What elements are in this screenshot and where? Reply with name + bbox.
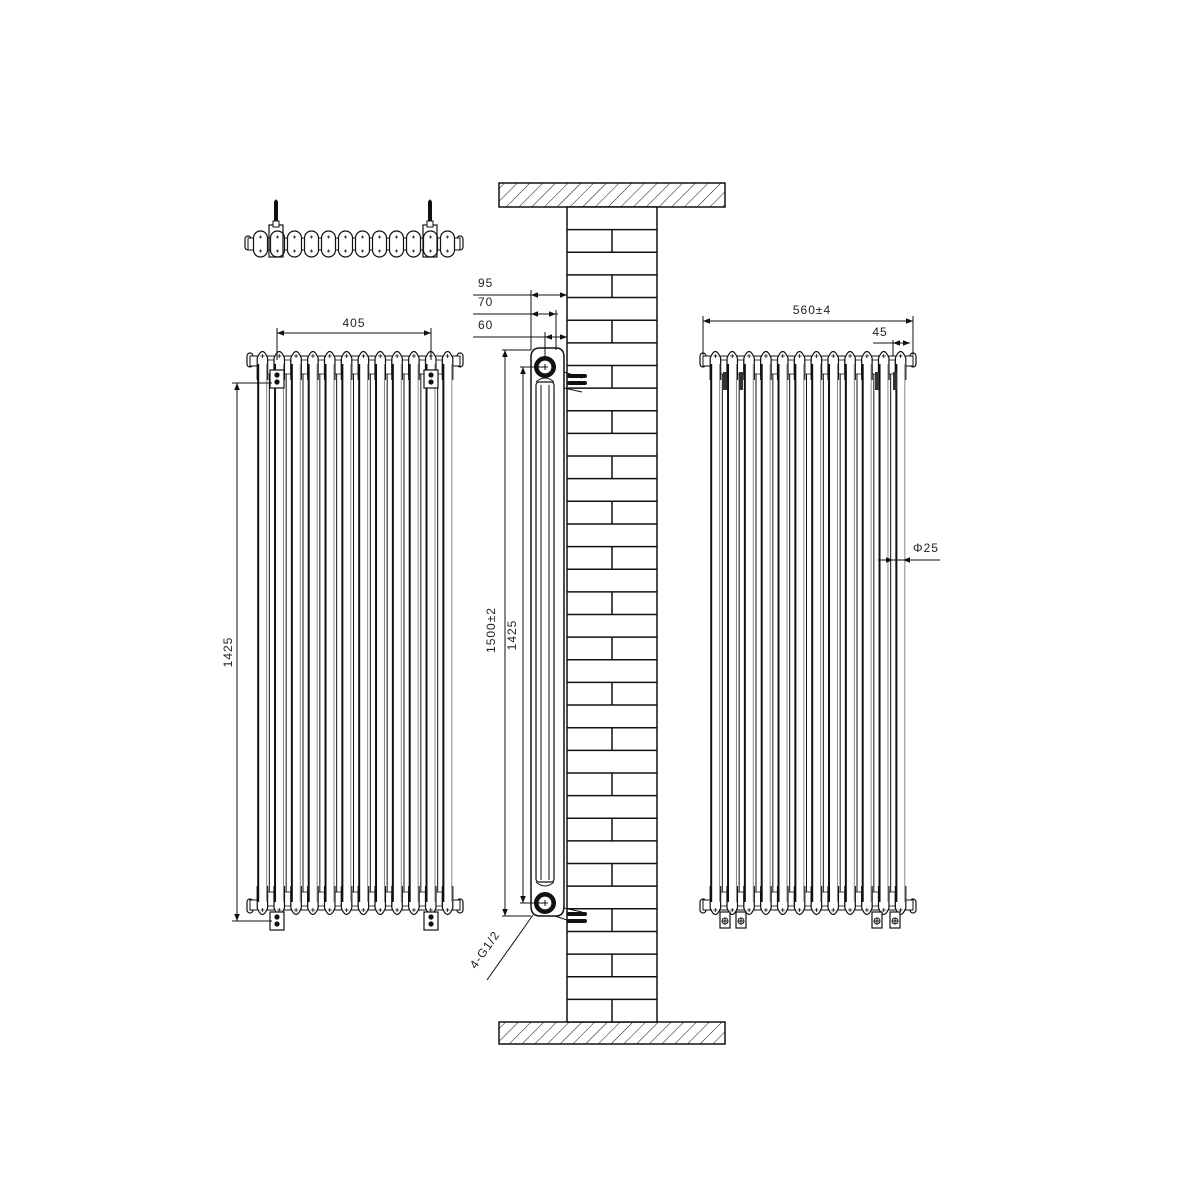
dim-label-70: 70 xyxy=(478,295,493,309)
front-view xyxy=(246,350,464,931)
wall-bracket-bottom xyxy=(554,907,587,923)
dim-label-diameter: Φ25 xyxy=(913,541,939,555)
dim-label-1425-front: 1425 xyxy=(221,637,235,668)
top-view xyxy=(244,199,464,258)
dim-label-405: 405 xyxy=(342,316,365,330)
dim-label-1425-side: 1425 xyxy=(505,620,519,651)
floor-slab xyxy=(498,1021,726,1045)
connection-leader-line xyxy=(486,914,534,981)
ceiling-slab xyxy=(498,182,726,208)
brick-courses xyxy=(567,228,657,1022)
dim-label-1500: 1500±2 xyxy=(484,607,498,653)
front-dim-bracket-spacing: 405 xyxy=(276,316,432,360)
front-dim-height: 1425 xyxy=(221,382,272,922)
wall-bracket-top xyxy=(563,371,587,393)
rear-dims: 560±4 45 Φ25 xyxy=(702,303,940,563)
rear-view xyxy=(699,350,917,929)
dim-label-60: 60 xyxy=(478,318,493,332)
wall-section xyxy=(498,182,726,1045)
dim-label-45: 45 xyxy=(872,325,887,339)
dim-label-95: 95 xyxy=(478,276,493,290)
dim-label-560: 560±4 xyxy=(793,303,831,317)
